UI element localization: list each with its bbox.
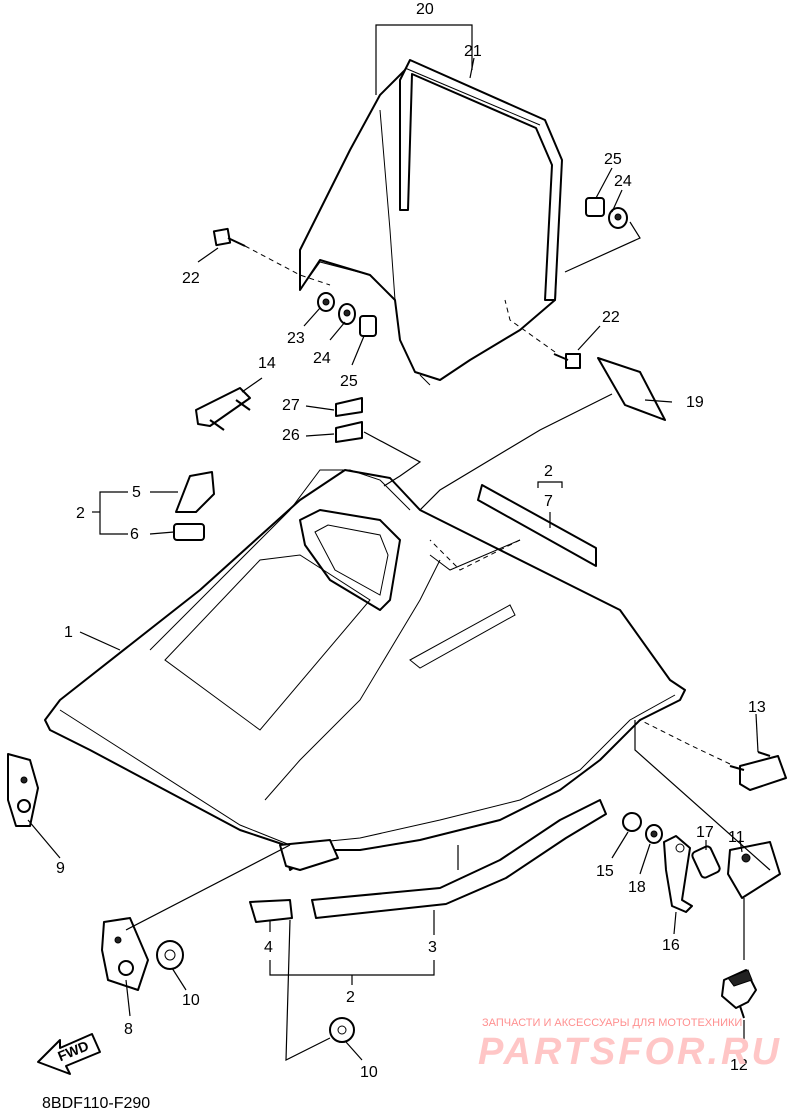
callout-15: 15 xyxy=(596,863,614,880)
callout-2-right: 2 xyxy=(544,463,553,480)
watermark-tagline: ЗАПЧАСТИ И АКСЕССУАРЫ ДЛЯ МОТОТЕХНИКИ xyxy=(482,1017,742,1029)
callout-17: 17 xyxy=(696,824,714,841)
windshield xyxy=(299,64,561,386)
callout-10-lower: 10 xyxy=(360,1064,378,1081)
callout-3: 3 xyxy=(428,939,437,956)
grommet-24-right xyxy=(608,207,628,229)
callout-8: 8 xyxy=(124,1021,133,1038)
damper-10-lower xyxy=(329,1017,355,1043)
callout-5: 5 xyxy=(132,484,141,501)
washer-18 xyxy=(645,824,663,844)
rubber-5 xyxy=(175,471,215,513)
strip-3 xyxy=(311,799,607,919)
callout-2-bottom: 2 xyxy=(346,989,355,1006)
diagram-code: 8BDF110-F290 xyxy=(42,1095,150,1110)
bracket-11 xyxy=(727,841,781,899)
callout-18: 18 xyxy=(628,879,646,896)
strip-7 xyxy=(477,484,597,567)
callout-22-left: 22 xyxy=(182,270,200,287)
watermark-brand: PARTSFOR.RU xyxy=(478,1031,782,1073)
callout-4: 4 xyxy=(264,939,273,956)
windshield-trim xyxy=(399,59,563,301)
grommet-24-left xyxy=(338,303,356,325)
callout-25-right: 25 xyxy=(604,151,622,168)
callout-27: 27 xyxy=(282,397,300,414)
knob-12 xyxy=(721,969,757,1019)
callout-7: 7 xyxy=(544,493,553,510)
decal-19 xyxy=(597,357,666,421)
callout-24-right: 24 xyxy=(614,173,632,190)
callout-6: 6 xyxy=(130,526,139,543)
callout-1: 1 xyxy=(64,624,73,641)
callout-22-right: 22 xyxy=(602,309,620,326)
nut-25-left xyxy=(359,315,377,337)
callout-13: 13 xyxy=(748,699,766,716)
decals-26-27 xyxy=(335,397,363,443)
bolt-22-left xyxy=(212,227,246,247)
callout-21: 21 xyxy=(464,43,482,60)
link-16 xyxy=(663,835,693,913)
rubber-4 xyxy=(249,899,293,923)
hinge-plate-14 xyxy=(195,387,251,431)
fwd-arrow-icon xyxy=(37,1033,101,1075)
bolt-22-right xyxy=(553,353,581,369)
callout-14: 14 xyxy=(258,355,276,372)
callout-23: 23 xyxy=(287,330,305,347)
latch-9 xyxy=(7,753,39,827)
callout-26: 26 xyxy=(282,427,300,444)
callout-labels: 20 21 25 24 22 23 24 25 22 19 14 27 26 5… xyxy=(56,1,766,1081)
latch-8 xyxy=(101,917,149,991)
callout-9: 9 xyxy=(56,860,65,877)
washer-23 xyxy=(317,292,335,312)
damper-10-upper xyxy=(156,940,184,970)
pad-6 xyxy=(173,523,205,541)
nut-25-right xyxy=(585,197,605,217)
callout-24-left: 24 xyxy=(313,350,331,367)
callout-16: 16 xyxy=(662,937,680,954)
pin-17 xyxy=(691,845,721,879)
callout-2-left: 2 xyxy=(76,505,85,522)
callout-19: 19 xyxy=(686,394,704,411)
callout-25-left: 25 xyxy=(340,373,358,390)
callout-20: 20 xyxy=(416,1,434,18)
hinge-13 xyxy=(729,751,787,791)
hood-body xyxy=(44,469,686,871)
leader-lines xyxy=(27,24,771,1061)
callout-12: 12 xyxy=(730,1057,748,1074)
callout-10-upper: 10 xyxy=(182,992,200,1009)
collar-15 xyxy=(622,812,642,832)
callout-11: 11 xyxy=(728,829,745,846)
